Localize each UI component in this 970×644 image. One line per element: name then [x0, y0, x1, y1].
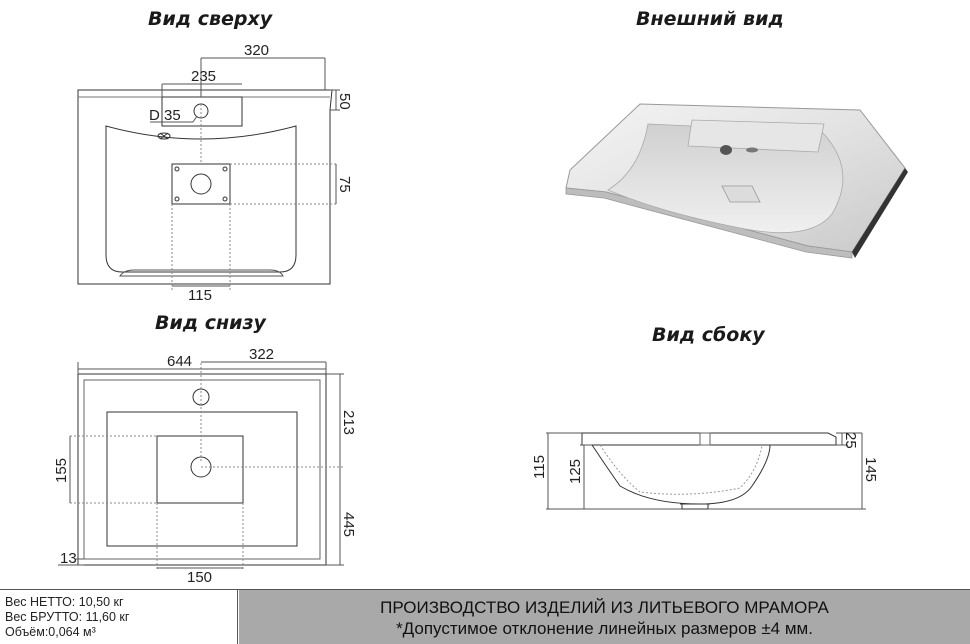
bottom-view-heading: Вид снизу [155, 312, 266, 334]
faucet-deck-3d [687, 119, 825, 153]
dim-bottom-445: 445 [340, 512, 357, 537]
footer-note: *Допустимое отклонение линейных размеров… [396, 619, 813, 638]
side-bowl-inner [599, 444, 763, 495]
bowl-outline [105, 125, 297, 273]
dim-bottom-644: 644 [167, 353, 192, 370]
dim-top-320: 320 [244, 42, 269, 59]
dim-side-145: 145 [862, 457, 879, 482]
bottom-drain-plate [156, 435, 244, 504]
basin-right-edge [852, 168, 908, 258]
weight-gross: Вес БРУТТО: 11,60 кг [5, 610, 130, 624]
bottom-inner-frame [83, 379, 321, 560]
top-view [77, 57, 340, 292]
dim-top-50: 50 [336, 93, 353, 110]
side-bowl [591, 444, 771, 505]
faucet-deck [161, 96, 243, 127]
exterior-view-heading: Внешний вид [636, 8, 784, 30]
dim-top-235: 235 [191, 68, 216, 85]
drain-3d [721, 185, 761, 203]
drawing-canvas: 320 235 50 D 35 75 115 [53, 42, 908, 586]
footer-banner: ПРОИЗВОДСТВО ИЗДЕЛИЙ ИЗ ЛИТЬЕВОГО МРАМОР… [239, 590, 970, 644]
basin-bowl [607, 123, 844, 234]
dim-top-115: 115 [188, 287, 212, 304]
footer: Вес НЕТТО: 10,50 кг Вес БРУТТО: 11,60 кг… [0, 589, 970, 644]
side-view-heading: Вид сбоку [652, 324, 765, 346]
dim-side-115: 115 [531, 455, 548, 479]
dim-bottom-213: 213 [340, 410, 357, 435]
footer-title: ПРОИЗВОДСТВО ИЗДЕЛИЙ ИЗ ЛИТЬЕВОГО МРАМОР… [380, 598, 829, 617]
dim-bottom-322: 322 [249, 346, 274, 363]
weight-net: Вес НЕТТО: 10,50 кг [5, 595, 124, 609]
bottom-outline [77, 373, 327, 566]
front-lip [119, 269, 284, 277]
drain-plate [171, 163, 231, 205]
top-outline [77, 89, 333, 285]
dim-bottom-13: 13 [60, 550, 77, 567]
overflow-icon [157, 132, 171, 140]
overflow-3d [746, 147, 758, 153]
dim-bottom-150: 150 [187, 569, 212, 586]
top-view-heading: Вид сверху [148, 8, 273, 30]
exterior-view [565, 103, 908, 259]
side-faucet-mark [699, 432, 711, 446]
drain-hole [190, 173, 212, 195]
dim-side-125: 125 [567, 459, 584, 484]
volume: Объём:0,064 м³ [5, 625, 96, 639]
dim-top-75: 75 [336, 176, 353, 193]
faucet-hole [193, 103, 209, 119]
hole-diameter-label: D 35 [149, 107, 181, 124]
bottom-bowl [106, 411, 298, 547]
dim-side-25: 25 [842, 432, 859, 449]
bottom-view [58, 361, 344, 571]
faucet-hole-3d [720, 145, 732, 155]
side-view [546, 432, 866, 510]
side-top-slab [581, 432, 837, 446]
dim-bottom-155: 155 [53, 458, 70, 483]
footer-specs: Вес НЕТТО: 10,50 кг Вес БРУТТО: 11,60 кг… [0, 590, 238, 644]
side-drain-stub [681, 503, 709, 510]
